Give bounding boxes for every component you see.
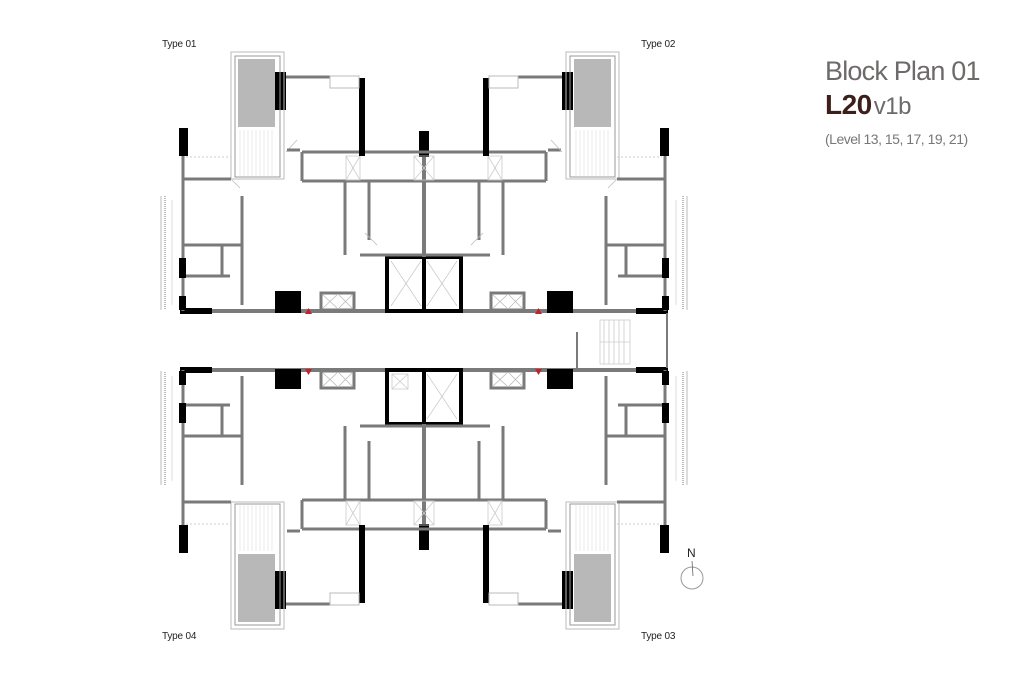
level-code: L20 bbox=[825, 89, 872, 120]
label-type-01: Type 01 bbox=[162, 39, 197, 50]
lift-core bbox=[385, 255, 463, 426]
north-label: N bbox=[687, 546, 696, 560]
marker-triangle bbox=[535, 369, 542, 375]
bottom-units bbox=[160, 370, 688, 630]
level-line: L20v1b bbox=[825, 90, 980, 125]
column bbox=[547, 369, 573, 389]
corridor bbox=[180, 291, 668, 390]
north-arrow-icon: N bbox=[679, 546, 705, 594]
label-type-03: Type 03 bbox=[641, 631, 676, 642]
levels-list: (Level 13, 15, 17, 19, 21) bbox=[825, 131, 968, 147]
title-block: Block Plan 01 L20v1b (Level 13, 15, 17, … bbox=[825, 56, 981, 147]
column bbox=[275, 369, 301, 389]
version-label: v1b bbox=[873, 93, 912, 120]
plan-title: Block Plan 01 bbox=[825, 56, 981, 86]
label-type-04: Type 04 bbox=[162, 631, 197, 642]
planter bbox=[574, 59, 611, 127]
marker-triangle bbox=[305, 369, 312, 375]
marker-triangle bbox=[305, 308, 312, 314]
label-type-02: Type 02 bbox=[641, 39, 676, 50]
staircase bbox=[599, 319, 631, 365]
marker-triangle bbox=[535, 308, 542, 314]
column bbox=[547, 291, 573, 313]
planter bbox=[238, 59, 275, 127]
column bbox=[275, 291, 301, 313]
top-units bbox=[160, 51, 688, 311]
